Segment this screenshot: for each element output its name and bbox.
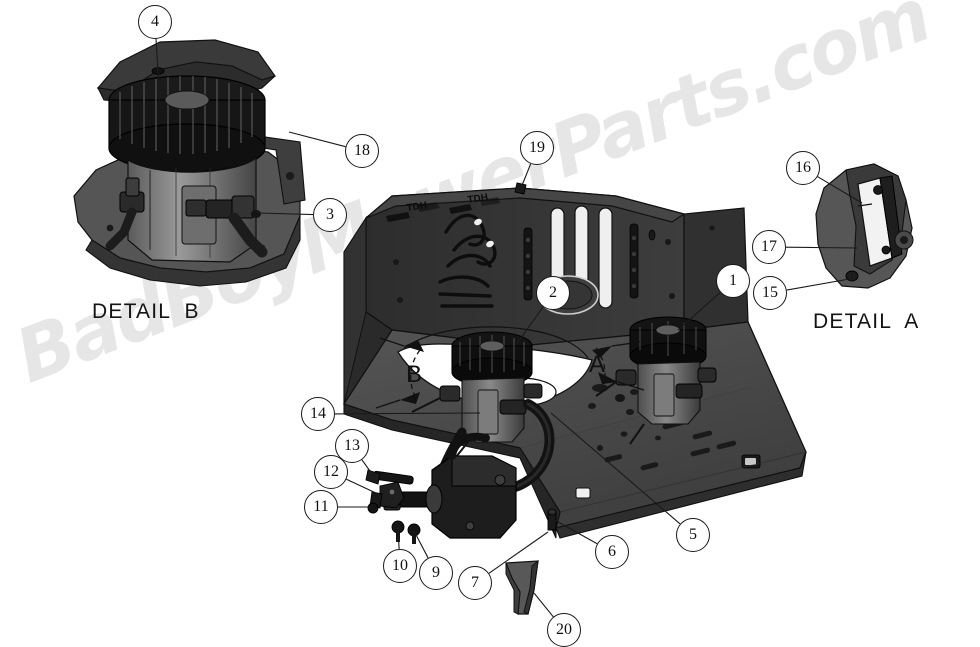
callout-17[interactable]: 17 [752,230,786,264]
leader-line-1 [677,291,721,331]
hardware-fasteners [365,469,421,544]
part-3-fittings [105,177,268,258]
callout-11[interactable]: 11 [304,490,338,524]
part-19-tab [514,182,527,195]
leader-line-5 [550,412,681,525]
detail-b-assembly [73,39,306,287]
leader-line-7 [488,531,549,574]
part-20-bracket [505,559,539,615]
callout-13[interactable]: 13 [335,429,369,463]
callout-16[interactable]: 16 [786,151,820,185]
callout-3[interactable]: 3 [313,198,347,232]
callout-20[interactable]: 20 [547,613,581,647]
detail-b-label: DETAIL B [92,300,200,323]
leader-line-6 [550,517,598,545]
right-hydro-pump [595,316,717,445]
callout-4[interactable]: 4 [138,5,172,39]
leader-line-17 [785,246,858,249]
callout-10[interactable]: 10 [383,549,417,583]
deck-hose-cluster [438,213,497,308]
section-letter-a: A [589,351,605,378]
section-arrows [375,337,645,409]
leader-line-9 [413,530,429,559]
callout-12[interactable]: 12 [314,455,348,489]
callout-leader-lines [155,38,863,618]
callout-7[interactable]: 7 [458,566,492,600]
deck-emboss-label-1: TDH [467,192,489,206]
callout-19[interactable]: 19 [520,131,554,165]
leader-line-10 [397,527,400,550]
part-6-tab [547,508,557,531]
leader-line-18 [288,131,346,148]
detail-b-engine-top [108,75,266,173]
leader-line-19 [520,163,532,189]
svg-text:A: A [589,351,605,378]
callout-1[interactable]: 1 [716,264,750,298]
detail-a-assembly [815,163,914,289]
detail-a-label: DETAIL A [813,310,920,333]
leader-line-14 [334,412,481,415]
leader-line-20 [533,592,554,618]
deck-emboss-label-0: TDH [406,200,428,214]
callout-15[interactable]: 15 [753,276,787,310]
callout-6[interactable]: 6 [595,535,629,569]
callout-5[interactable]: 5 [676,518,710,552]
svg-text:B: B [406,361,422,388]
deck-emboss-marks [386,197,500,222]
leader-line-15 [786,277,856,291]
part-7-pump-assembly [383,432,517,539]
callout-14[interactable]: 14 [301,397,335,431]
callout-2[interactable]: 2 [536,276,570,310]
callout-18[interactable]: 18 [345,134,379,168]
section-letter-b: B [406,361,422,388]
leader-line-4 [155,38,161,106]
leader-line-2 [515,306,544,346]
leader-line-13 [361,459,376,479]
callout-9[interactable]: 9 [419,556,453,590]
leader-line-12 [346,478,379,495]
leader-line-3 [257,212,314,216]
leader-line-16 [817,176,863,204]
left-hydro-pump [411,331,555,500]
